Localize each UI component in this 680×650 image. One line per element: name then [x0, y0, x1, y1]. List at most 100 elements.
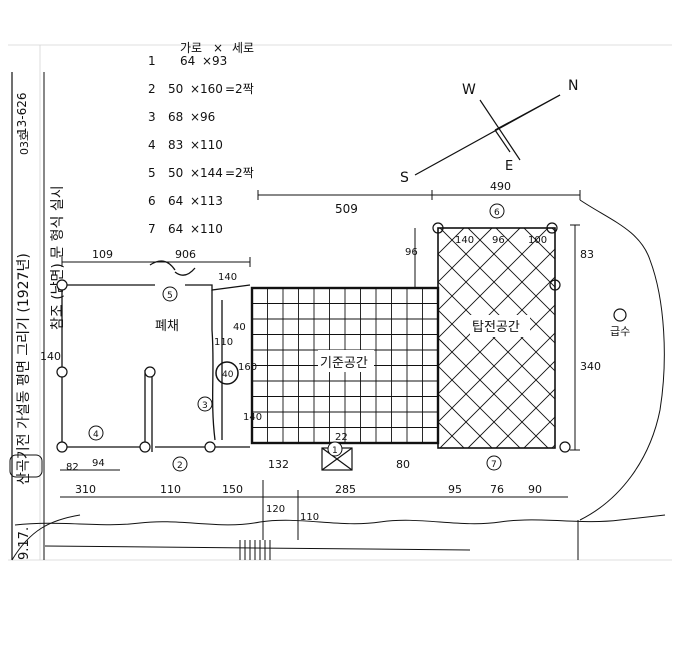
- compass-s: S: [400, 170, 409, 186]
- table-cell-extra: =2짝: [225, 82, 254, 96]
- door-mark-circle: [197, 396, 213, 412]
- table-cell-x: ×: [190, 166, 200, 180]
- dim-left-h: 140: [40, 350, 61, 363]
- dim-inner-c: 40: [233, 322, 246, 333]
- table-cell-h: 93: [212, 54, 227, 68]
- dim-top-left-a: 109: [92, 248, 113, 261]
- table-cell-no: 3: [148, 110, 156, 124]
- dim-stair-b: 110: [300, 512, 319, 523]
- table-cell-x: ×: [190, 82, 200, 96]
- table-cell-x: ×: [190, 222, 200, 236]
- table-cell-extra: =2짝: [225, 166, 254, 180]
- header-title: 산곡기전 가설동 평면 그리기 (1927년): [16, 253, 32, 485]
- well-label: 급수: [610, 325, 630, 338]
- table-cell-w: 83: [168, 138, 183, 152]
- dim-bottom-segment: 285: [335, 483, 356, 496]
- table-cell-x: ×: [190, 194, 200, 208]
- door-mark-circle: [162, 286, 178, 302]
- door-mark-label: 1: [332, 446, 338, 456]
- dim-bottom-segment: 95: [448, 483, 462, 496]
- table-cell-no: 6: [148, 194, 156, 208]
- dim-under-a: 22: [335, 432, 348, 443]
- door-mark-circle: [172, 456, 188, 472]
- annex: [437, 227, 556, 449]
- table-cell-h: 96: [200, 110, 215, 124]
- table-cell-x: ×: [190, 138, 200, 152]
- table-cell-x: ×: [190, 110, 200, 124]
- compass-rose: [414, 94, 561, 176]
- table-cell-no: 5: [148, 166, 156, 180]
- dim-bottom-segment: 310: [75, 483, 96, 496]
- ruled-lines: [8, 44, 672, 561]
- header-sheet-no: 13-626: [15, 92, 29, 135]
- table-cell-no: 2: [148, 82, 156, 96]
- dim-inner-d: 40: [222, 370, 234, 380]
- door-mark-label: 5: [167, 291, 173, 301]
- compass-e: E: [505, 159, 513, 174]
- table-cell-w: 64: [168, 222, 183, 236]
- entrance-stairs: [239, 480, 299, 560]
- dim-bottom-segment: 110: [160, 483, 181, 496]
- dim-bottom-segment: 76: [490, 483, 504, 496]
- dim-inner-e: 100: [528, 235, 547, 246]
- site-boundary: [14, 514, 666, 526]
- door-marks: 1 2 3 4 5 6 7: [88, 203, 505, 472]
- table-cell-w: 64: [180, 54, 195, 68]
- door-mark-label: 6: [494, 208, 500, 218]
- door-mark-circle: [327, 441, 343, 457]
- room-main-hall: 기준공간: [320, 356, 368, 371]
- dim-right-main: 340: [580, 360, 601, 373]
- table-cell-no: 1: [148, 54, 156, 68]
- dim-top-left-b: 906: [175, 248, 196, 261]
- header-stamp: 03호: [18, 131, 31, 155]
- table-cell-w: 50: [168, 166, 183, 180]
- dim-bottom-segment: 90: [528, 483, 542, 496]
- dim-bottom-small-a: 82: [66, 462, 79, 473]
- table-cell-no: 4: [148, 138, 156, 152]
- dim-top-right: 490: [490, 180, 511, 193]
- dim-right-top: 83: [580, 248, 594, 261]
- compass-n: N: [568, 78, 578, 94]
- dim-bottom-segment: 150: [222, 483, 243, 496]
- dim-stair-a: 120: [266, 504, 285, 515]
- dim-under-b: 80: [396, 458, 410, 471]
- table-cell-h: 144: [200, 166, 223, 180]
- dim-under-c: 132: [268, 458, 289, 471]
- dim-bottom-small-b: 94: [92, 458, 105, 469]
- door-mark-circle: [88, 425, 104, 441]
- dim-inner-b: 160: [238, 362, 257, 373]
- dim-inner-h: 140: [455, 235, 474, 246]
- table-cell-h: 110: [200, 138, 223, 152]
- table-cell-h: 160: [200, 82, 223, 96]
- dim-wall-b: 140: [243, 412, 262, 423]
- table-head-w: 가로: [180, 41, 202, 55]
- terrain-outline: [579, 199, 665, 521]
- dim-wall-a: 96: [405, 247, 418, 258]
- main-hall: [250, 286, 440, 445]
- table-cell-x: ×: [202, 54, 212, 68]
- table-head-h: 세로: [232, 41, 254, 55]
- door-mark-label: 7: [491, 460, 497, 470]
- header-note: 참조 (남면) 문 형식 실시: [50, 185, 66, 330]
- door-mark-label: 4: [93, 430, 99, 440]
- room-old: 폐채: [155, 319, 179, 334]
- bottom-dimension-line: [60, 469, 568, 498]
- table-cell-w: 68: [168, 110, 183, 124]
- dim-inner-a: 110: [214, 337, 233, 348]
- dim-inner-g: 96: [492, 235, 505, 246]
- left-wing: [61, 260, 251, 452]
- door-mark-label: 2: [177, 461, 183, 471]
- dim-top-small: 140: [218, 272, 237, 283]
- table-cell-h: 113: [200, 194, 223, 208]
- table-head-x: ×: [213, 41, 223, 55]
- table-cell-w: 64: [168, 194, 183, 208]
- compass-w: W: [462, 82, 476, 98]
- dim-top-total: 509: [335, 202, 358, 216]
- table-cell-h: 110: [200, 222, 223, 236]
- table-cell-w: 50: [168, 82, 183, 96]
- door-mark-circle: [489, 203, 505, 219]
- room-annex: 탑전공간: [472, 320, 520, 335]
- door-mark-label: 3: [202, 401, 208, 411]
